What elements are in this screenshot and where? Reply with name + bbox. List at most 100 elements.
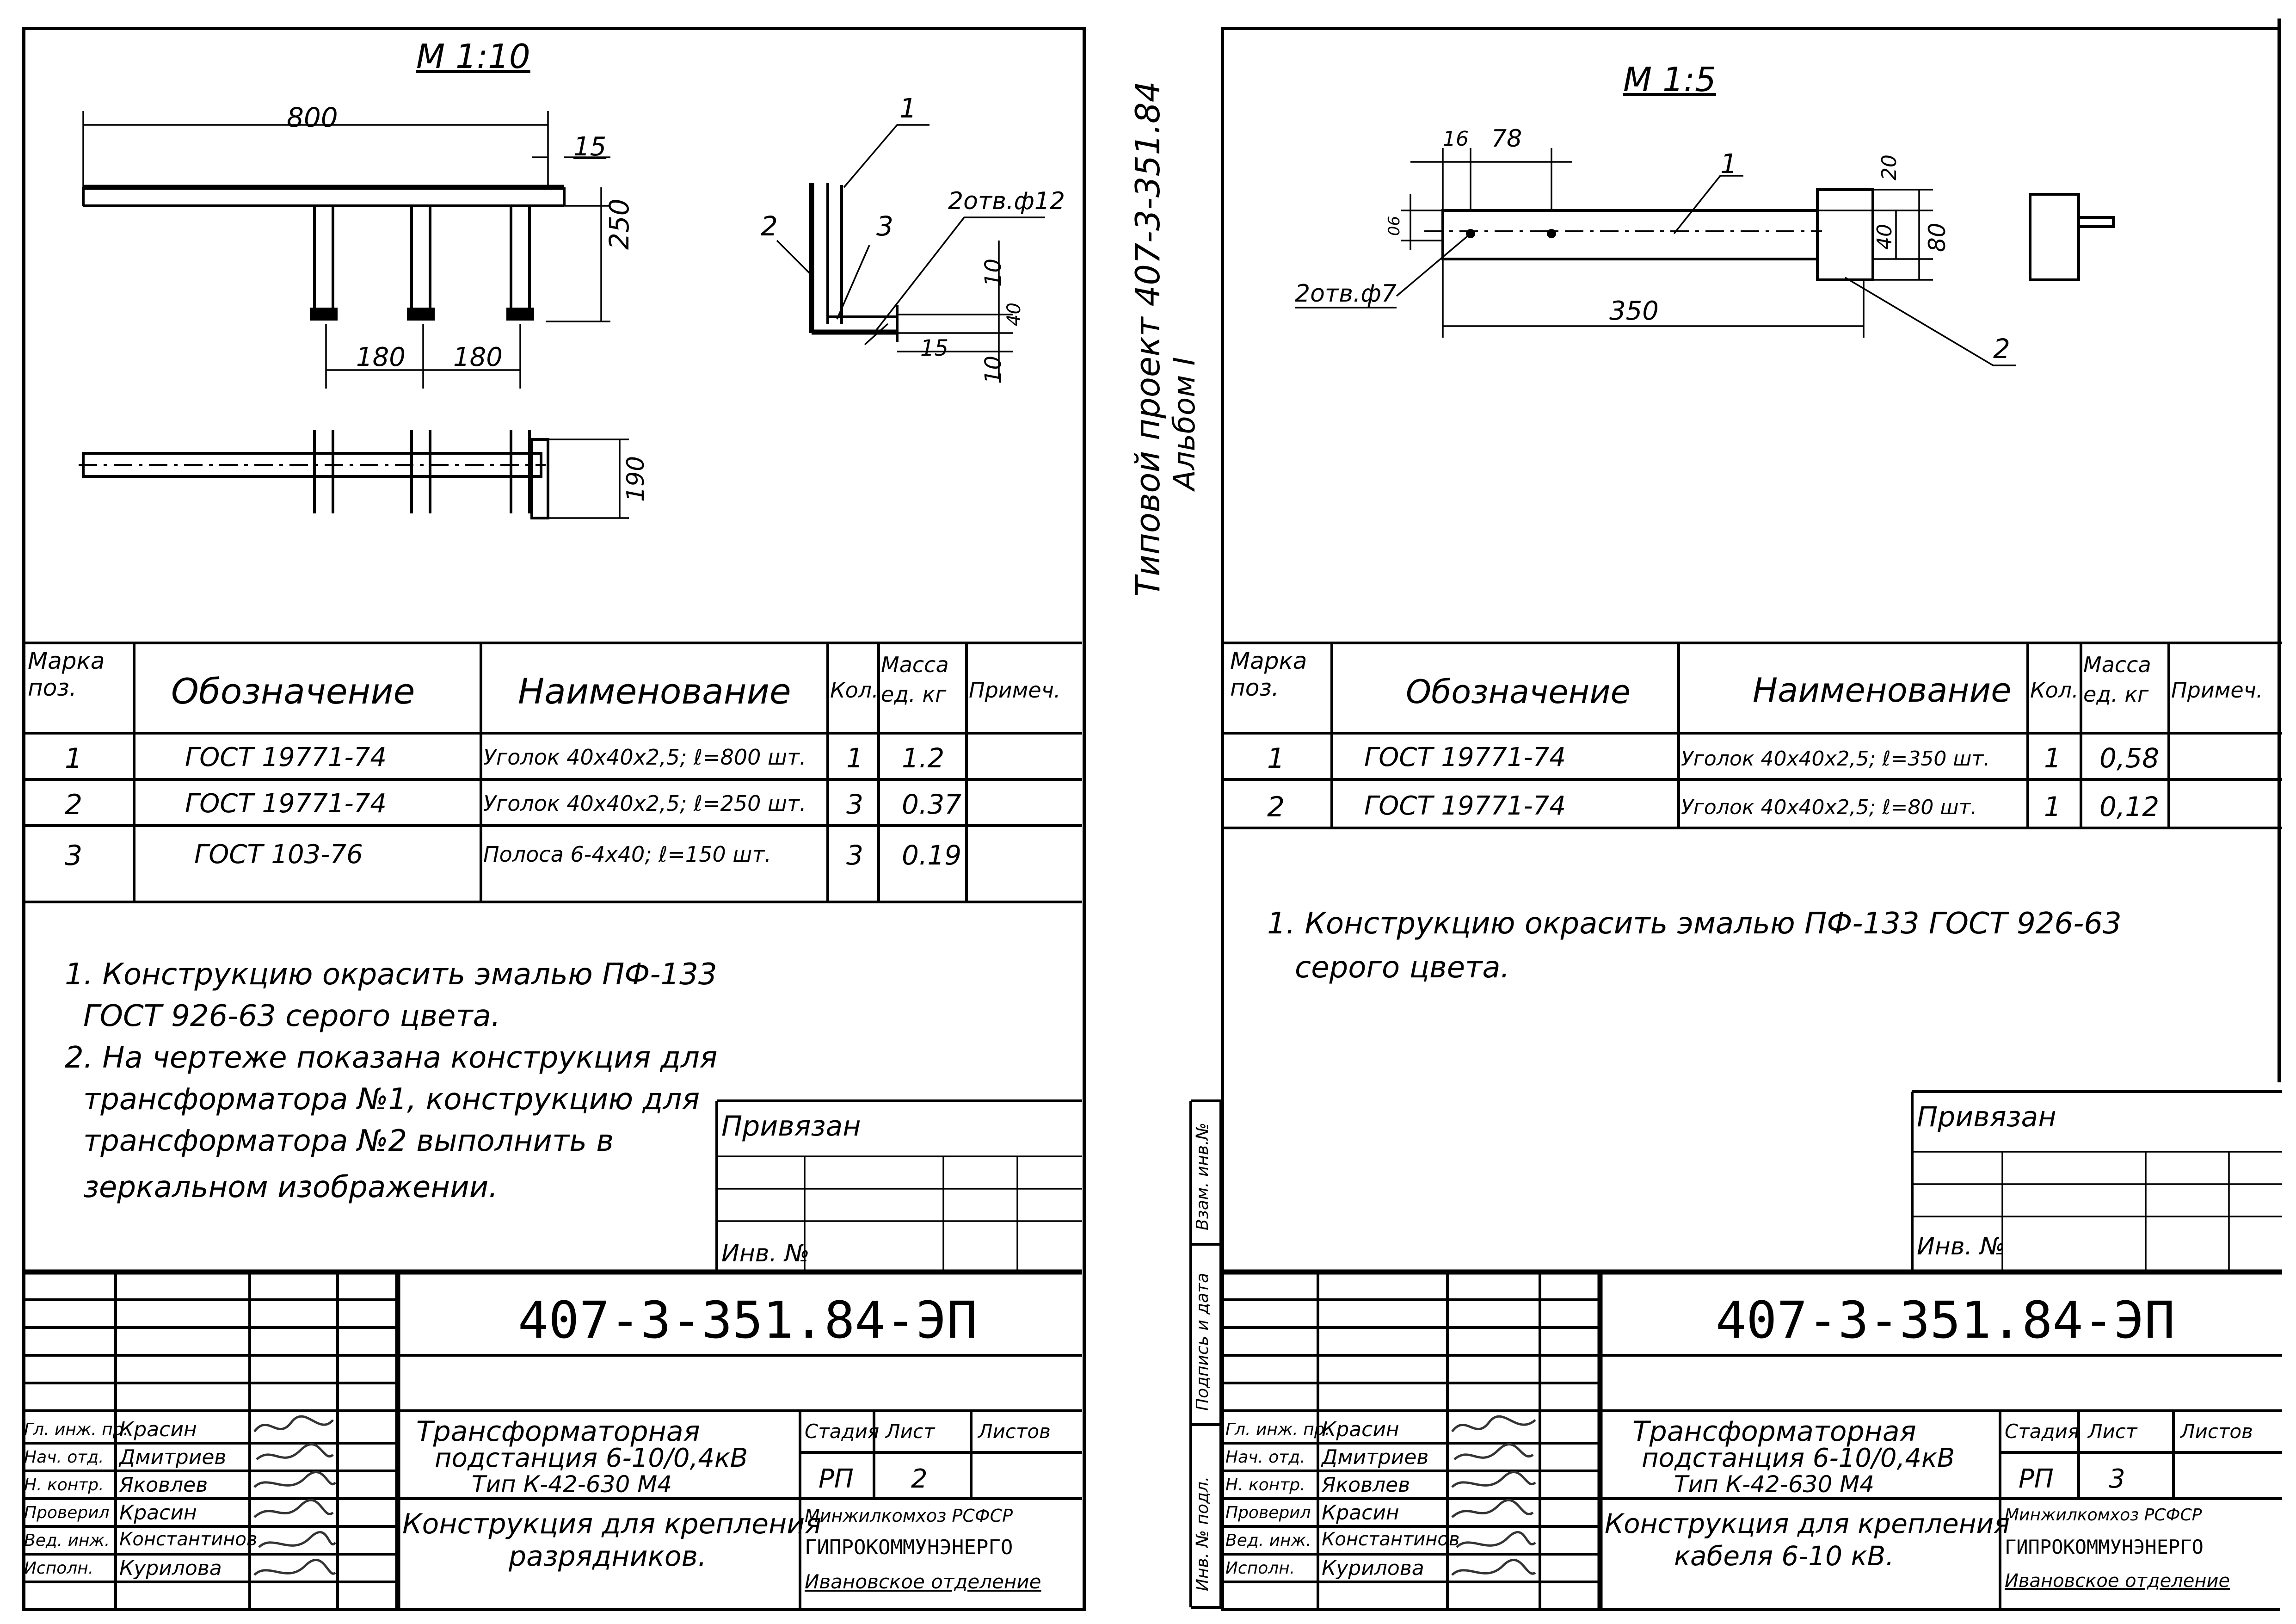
right-drawing bbox=[1295, 148, 2115, 366]
left-sheets-label: Листов bbox=[978, 1420, 1051, 1443]
role-label: Вед. инж. bbox=[1225, 1531, 1311, 1550]
left-title-block-grid bbox=[22, 1269, 1082, 1610]
left-th-name: Наименование bbox=[518, 671, 791, 712]
left-object-title-line1: Трансформаторная bbox=[416, 1415, 700, 1448]
person-name: Курилова bbox=[119, 1556, 222, 1580]
left-dim-180b: 180 bbox=[453, 342, 503, 372]
role-label: Н. контр. bbox=[1225, 1476, 1305, 1494]
person-name: Яковлев bbox=[1322, 1473, 1410, 1497]
row-mark: 2 bbox=[65, 789, 83, 821]
right-org-line1: Минжилкомхоз РСФСР bbox=[2005, 1506, 2202, 1525]
person-name: Константинов bbox=[1322, 1529, 1460, 1550]
right-org-line2: ГИПРОКОММУНЭНЕРГО bbox=[2005, 1536, 2204, 1558]
row-name: Уголок 40х40х2,5; ℓ=350 шт. bbox=[1681, 747, 1990, 771]
row-designation: ГОСТ 19771-74 bbox=[185, 742, 387, 772]
left-note-line: 1. Конструкцию окрасить эмалью ПФ-133 bbox=[65, 957, 717, 992]
left-th-mark: Марка поз. bbox=[28, 648, 105, 701]
row-mass: 1.2 bbox=[902, 742, 945, 774]
right-sheets-label: Листов bbox=[2180, 1420, 2253, 1443]
left-object-title-line3: Тип К-42-630 М4 bbox=[472, 1471, 672, 1498]
left-org-line1: Минжилкомхоз РСФСР bbox=[805, 1506, 1013, 1526]
left-note-line: ГОСТ 926-63 серого цвета. bbox=[83, 999, 501, 1033]
person-name: Красин bbox=[1322, 1418, 1399, 1441]
left-note-line: трансформатора №1, конструкцию для bbox=[83, 1082, 700, 1117]
left-callout-3: 3 bbox=[876, 210, 893, 242]
right-stage-value: РП bbox=[2019, 1464, 2054, 1494]
right-sheet-edge bbox=[2278, 19, 2281, 1082]
right-object-title-line2: подстанция 6-10/0,4кВ bbox=[1642, 1443, 1955, 1473]
right-th-note: Примеч. bbox=[2171, 678, 2263, 703]
left-dim-15b: 15 bbox=[920, 335, 949, 361]
role-label: Н. контр. bbox=[24, 1476, 104, 1494]
right-sheet-label: Лист bbox=[2088, 1420, 2137, 1443]
left-dim-180a: 180 bbox=[356, 342, 406, 372]
right-dim-16: 16 bbox=[1443, 127, 1469, 151]
right-org-line3: Ивановское отделение bbox=[2005, 1570, 2230, 1592]
person-name: Константинов bbox=[119, 1529, 258, 1550]
role-label: Нач. отд. bbox=[24, 1448, 104, 1467]
left-sheet-value: 2 bbox=[911, 1464, 928, 1494]
right-object-title-line3: Тип К-42-630 М4 bbox=[1674, 1471, 1875, 1498]
right-signatures bbox=[1451, 1415, 1536, 1576]
person-name: Яковлев bbox=[119, 1473, 208, 1497]
left-th-designation: Обозначение bbox=[171, 671, 415, 712]
person-name: Красин bbox=[1322, 1501, 1399, 1525]
row-mark: 3 bbox=[65, 840, 83, 872]
right-callout-1: 1 bbox=[1720, 148, 1737, 179]
left-object-title-line2: подстанция 6-10/0,4кВ bbox=[435, 1443, 748, 1473]
role-label: Гл. инж. пр. bbox=[24, 1420, 129, 1439]
row-mark: 2 bbox=[1267, 791, 1285, 823]
row-qty: 3 bbox=[846, 789, 863, 820]
left-note-line: зеркальном изображении. bbox=[83, 1170, 498, 1204]
right-spec-table-grid bbox=[1221, 642, 2282, 829]
row-qty: 1 bbox=[846, 742, 863, 774]
right-inv-label: Инв. № bbox=[1917, 1233, 2005, 1260]
row-qty: 1 bbox=[2044, 742, 2061, 774]
left-note-line: трансформатора №2 выполнить в bbox=[83, 1124, 614, 1158]
person-name: Дмитриев bbox=[1322, 1445, 1429, 1469]
row-designation: ГОСТ 19771-74 bbox=[185, 789, 387, 819]
left-org-line2: ГИПРОКОММУНЭНЕРГО bbox=[805, 1536, 1013, 1559]
row-name: Полоса 6-4х40; ℓ=150 шт. bbox=[483, 842, 771, 867]
right-sheet-value: 3 bbox=[2109, 1464, 2125, 1494]
row-mark: 1 bbox=[65, 742, 83, 775]
left-callout-2: 2 bbox=[761, 210, 778, 242]
left-dim-800: 800 bbox=[287, 102, 338, 133]
right-dim-350: 350 bbox=[1609, 296, 1659, 326]
person-name: Дмитриев bbox=[119, 1445, 227, 1469]
left-th-note: Примеч. bbox=[969, 678, 1061, 703]
right-sheet-frame bbox=[1221, 27, 2280, 1611]
left-th-mass: Масса ед. кг bbox=[881, 652, 949, 707]
left-inv-label: Инв. № bbox=[721, 1240, 810, 1267]
left-th-qty: Кол. bbox=[830, 678, 879, 703]
right-th-mark: Марка поз. bbox=[1230, 648, 1307, 701]
right-dim-78: 78 bbox=[1491, 125, 1522, 153]
left-linked-label: Привязан bbox=[721, 1110, 861, 1142]
right-linked-box bbox=[1911, 1090, 2282, 1272]
person-name: Курилова bbox=[1322, 1556, 1424, 1580]
right-note-line: серого цвета. bbox=[1295, 951, 1510, 985]
left-sheet-title-line2: разрядников. bbox=[509, 1540, 707, 1573]
left-callout-1: 1 bbox=[899, 93, 917, 124]
right-stage-label: Стадия bbox=[2005, 1420, 2080, 1443]
right-th-designation: Обозначение bbox=[1406, 673, 1631, 711]
left-drawing bbox=[79, 111, 1045, 519]
left-holes-label: 2отв.ф12 bbox=[948, 187, 1065, 215]
left-dim-15: 15 bbox=[573, 132, 607, 162]
role-label: Вед. инж. bbox=[24, 1531, 110, 1550]
left-sheet-title-line1: Конструкция для крепления bbox=[402, 1508, 822, 1540]
left-sheet-label: Лист bbox=[886, 1420, 935, 1443]
right-sheet-title-line2: кабеля 6-10 кВ. bbox=[1674, 1540, 1894, 1572]
role-label: Исполн. bbox=[1225, 1559, 1295, 1578]
role-label: Гл. инж. пр. bbox=[1225, 1420, 1330, 1439]
right-th-qty: Кол. bbox=[2030, 678, 2079, 703]
left-signatures bbox=[253, 1415, 336, 1576]
left-note-line: 2. На чертеже показана конструкция для bbox=[65, 1041, 718, 1075]
row-name: Уголок 40х40х2,5; ℓ=250 шт. bbox=[483, 791, 806, 816]
right-object-title-line1: Трансформаторная bbox=[1632, 1415, 1916, 1448]
right-doc-code: 407-3-351.84-ЭП bbox=[1716, 1291, 2175, 1350]
row-name: Уголок 40х40х2,5; ℓ=80 шт. bbox=[1681, 796, 1977, 819]
left-scale-label: М 1:10 bbox=[416, 37, 530, 76]
row-mass: 0,12 bbox=[2099, 791, 2160, 822]
left-spec-table-grid bbox=[22, 642, 1082, 903]
